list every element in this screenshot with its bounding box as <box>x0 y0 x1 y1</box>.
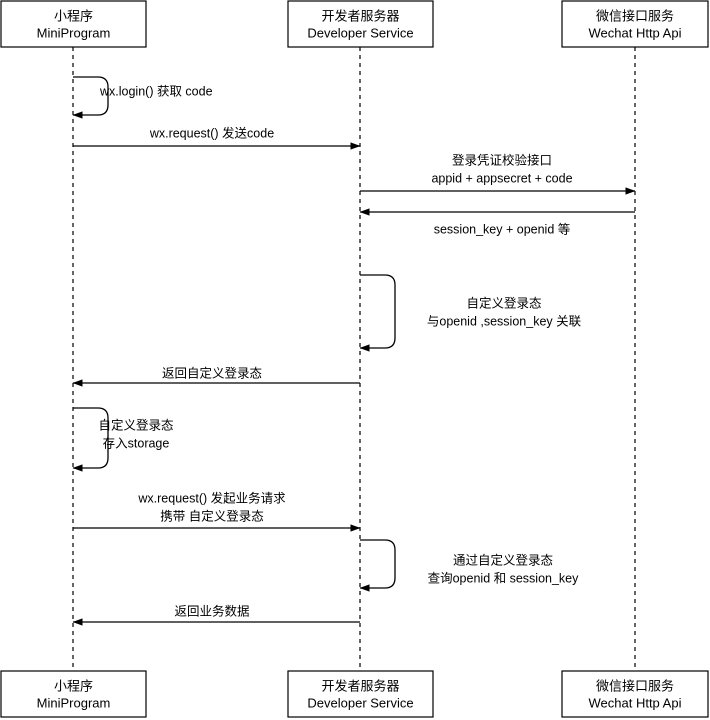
actor-box-rect <box>287 670 434 718</box>
actor-box-rect <box>561 670 709 718</box>
actor-title-en: MiniProgram <box>37 695 111 710</box>
actor-footer-developer-service[interactable]: 开发者服务器 Developer Service <box>287 670 434 718</box>
actor-title-cn: 微信接口服务 <box>596 678 674 693</box>
lifelines-group <box>72 47 636 671</box>
message-label: wx.request() 发送code <box>149 125 274 140</box>
message-label: 登录凭证校验接口 <box>452 152 552 167</box>
actor-title-cn: 微信接口服务 <box>596 8 674 23</box>
actor-title-en: Wechat Http Api <box>589 695 682 710</box>
message-m1[interactable]: wx.login() 获取 code <box>72 76 213 119</box>
self-message-loop <box>359 274 396 352</box>
message-m4[interactable]: session_key + openid 等 <box>359 208 635 236</box>
message-m6[interactable]: 返回自定义登录态 <box>72 365 360 387</box>
actor-title-en: MiniProgram <box>37 25 111 40</box>
actor-footer-wechat-http-api[interactable]: 微信接口服务 Wechat Http Api <box>561 670 709 718</box>
actor-title-cn: 开发者服务器 <box>321 8 399 23</box>
message-label: 与openid ,session_key 关联 <box>427 314 582 328</box>
message-m2[interactable]: wx.request() 发送code <box>73 125 361 150</box>
message-label: 通过自定义登录态 <box>453 552 553 567</box>
message-m3[interactable]: 登录凭证校验接口 appid + appsecret + code <box>360 152 636 195</box>
actor-box-rect <box>287 0 434 48</box>
message-label: 查询openid 和 session_key <box>428 571 580 585</box>
messages-group: wx.login() 获取 code wx.request() 发送code 登录凭… <box>72 76 636 626</box>
actor-box-rect <box>561 0 709 48</box>
message-label: wx.request() 发起业务请求 <box>137 490 286 505</box>
actor-box-rect <box>0 0 147 48</box>
actor-title-en: Developer Service <box>307 695 413 710</box>
message-label: appid + appsecret + code <box>431 171 572 185</box>
self-message-loop <box>72 76 109 119</box>
actor-box-rect <box>0 670 147 718</box>
actor-title-en: Developer Service <box>307 25 413 40</box>
message-label: 自定义登录态 <box>98 417 173 432</box>
message-label: session_key + openid 等 <box>434 221 571 236</box>
actor-header-miniprogram[interactable]: 小程序 MiniProgram <box>0 0 147 48</box>
actor-title-cn: 小程序 <box>54 8 93 23</box>
message-label: 返回业务数据 <box>174 603 249 618</box>
actor-header-wechat-http-api[interactable]: 微信接口服务 Wechat Http Api <box>561 0 709 48</box>
actor-title-cn: 小程序 <box>54 678 93 693</box>
actor-title-cn: 开发者服务器 <box>321 678 399 693</box>
message-label: 返回自定义登录态 <box>162 365 262 380</box>
actor-title-en: Wechat Http Api <box>589 25 682 40</box>
actor-header-developer-service[interactable]: 开发者服务器 Developer Service <box>287 0 434 48</box>
message-label: 存入storage <box>103 436 170 450</box>
message-label: 携带 自定义登录态 <box>160 508 263 523</box>
message-label: wx.login() 获取 code <box>99 84 213 98</box>
actor-footer-miniprogram[interactable]: 小程序 MiniProgram <box>0 670 147 718</box>
message-m10[interactable]: 返回业务数据 <box>72 603 360 626</box>
self-message-loop <box>72 407 109 472</box>
self-message-loop <box>359 539 396 592</box>
message-label: 自定义登录态 <box>466 295 541 310</box>
